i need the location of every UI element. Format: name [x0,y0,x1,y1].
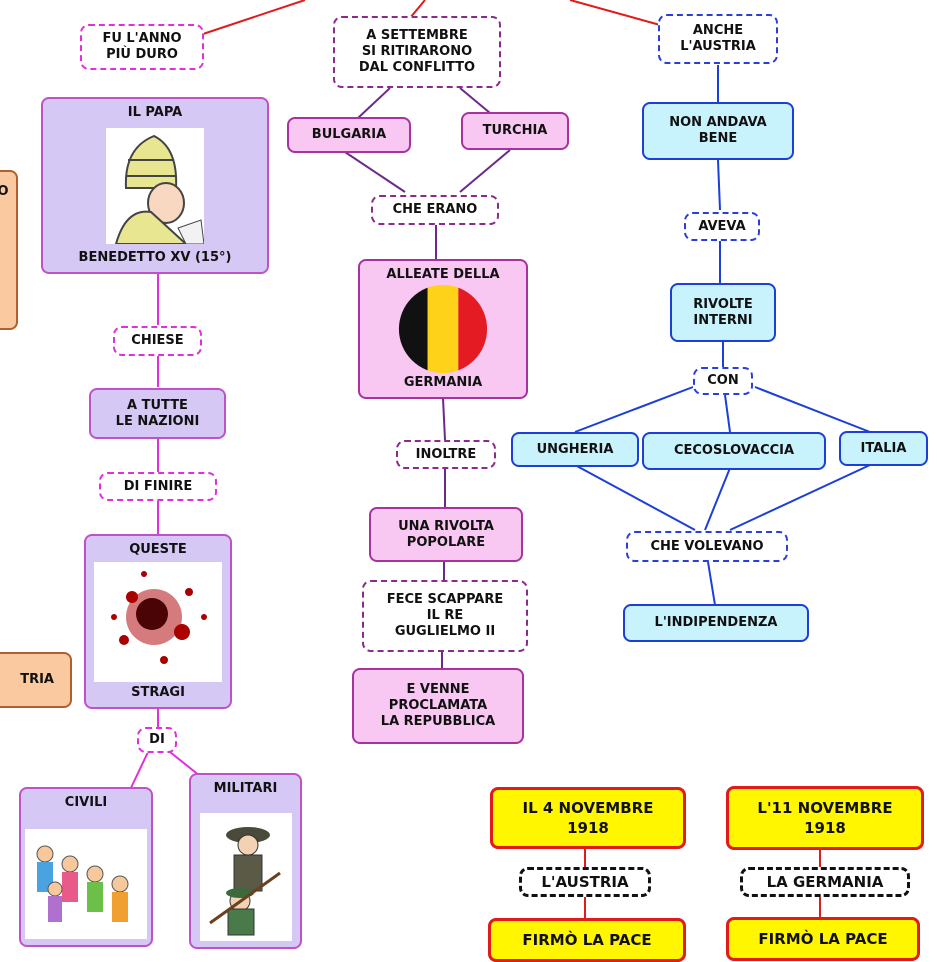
di-node: DI [137,727,177,753]
fece-node: FECE SCAPPARE IL RE GUGLIELMO II [362,580,528,652]
la-germania-node: LA GERMANIA [740,867,910,897]
soldiers-image [199,813,292,941]
aveva-node: AVEVA [684,212,760,241]
l-austria-node: L'AUSTRIA [519,867,651,897]
papa-title: IL PAPA [127,105,183,120]
belgium-flag-icon [398,284,488,374]
stragi-label: STRAGI [131,685,185,700]
non-andava-node: NON ANDAVA BENE [642,102,794,160]
rivolte-node: RIVOLTE INTERNI [670,283,776,342]
stragi-node: QUESTE STRAGI [84,534,232,709]
rivolta-node: UNA RIVOLTA POPOLARE [369,507,523,562]
germania-label: GERMANIA [403,375,483,390]
di-finire-node: DI FINIRE [99,472,217,501]
civili-node: CIVILI [19,787,153,947]
italia-node: ITALIA [839,431,928,466]
alleate-label: ALLEATE DELLA [386,267,500,282]
militari-label: MILITARI [213,781,278,796]
indipendenza-node: L'INDIPENDENZA [623,604,809,642]
fu-anno-node: FU L'ANNO PIÙ DURO [80,24,204,70]
chiese-node: CHIESE [113,326,202,356]
inoltre-node: INOLTRE [396,440,496,469]
civili-label: CIVILI [64,795,108,810]
nov4-node: IL 4 NOVEMBRE 1918 [490,787,686,849]
alleate-node: ALLEATE DELLA GERMANIA [358,259,528,399]
nazioni-node: A TUTTE LE NAZIONI [89,388,226,439]
papa-name: BENEDETTO XV (15°) [78,250,232,265]
bulgaria-node: BULGARIA [287,117,411,153]
papa-node: IL PAPA BENEDETTO XV (15°) [41,97,269,274]
firmo-pace-2-node: FIRMÒ LA PACE [726,917,920,961]
turchia-node: TURCHIA [461,112,569,150]
children-crowd-image [25,829,147,939]
con-node: CON [693,367,753,395]
blood-splatter-image [94,561,222,682]
left-top-node: O [0,170,18,330]
queste-label: QUESTE [129,542,187,557]
firmo-pace-1-node: FIRMÒ LA PACE [488,918,686,962]
settembre-node: A SETTEMBRE SI RITIRARONO DAL CONFLITTO [333,16,501,88]
ungheria-node: UNGHERIA [511,432,639,467]
pope-portrait-image [106,127,204,244]
venne-node: E VENNE PROCLAMATA LA REPUBBLICA [352,668,524,744]
left-bottom-node: TRIA [0,652,72,708]
che-volevano-node: CHE VOLEVANO [626,531,788,562]
che-erano-node: CHE ERANO [371,195,499,225]
militari-node: MILITARI [189,773,302,949]
cecoslovacchia-node: CECOSLOVACCIA [642,432,826,470]
anche-austria-node: ANCHE L'AUSTRIA [658,14,778,64]
nov11-node: L'11 NOVEMBRE 1918 [726,786,924,850]
